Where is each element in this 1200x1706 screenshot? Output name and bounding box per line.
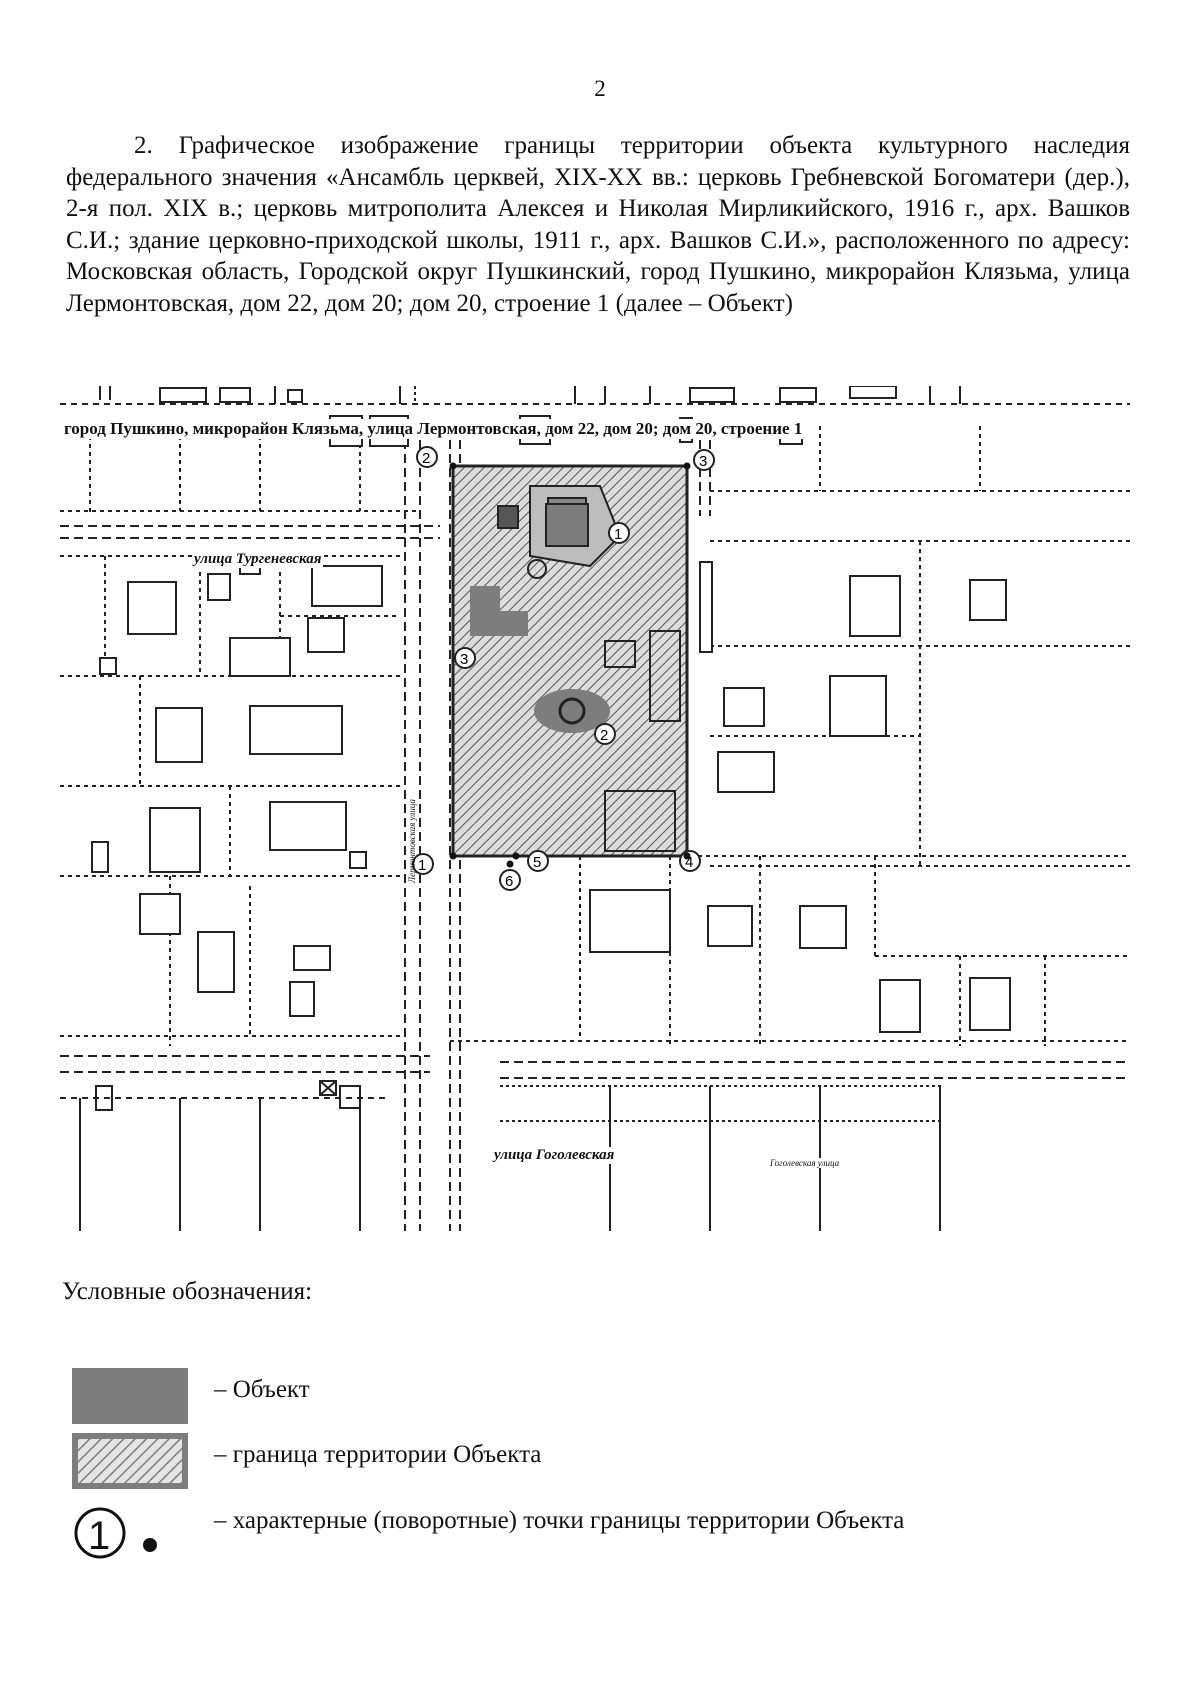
street-label-gogolevskaya-small: Гоголевская улица xyxy=(768,1158,842,1168)
top-edge-fragments xyxy=(60,386,1130,405)
boundary-point-1: 1 xyxy=(412,853,434,875)
legend-swatch-object xyxy=(72,1368,188,1424)
svg-text:2: 2 xyxy=(600,727,608,744)
object-marker-2: 2 xyxy=(594,723,616,745)
svg-text:5: 5 xyxy=(533,854,541,871)
legend-label-boundary: – граница территории Объекта xyxy=(214,1441,542,1468)
map-caption: город Пушкино, микрорайон Клязьма, улица… xyxy=(60,419,807,439)
street-label-gogolevskaya: улица Гоголевская xyxy=(492,1147,617,1164)
boundary-point-2: 2 xyxy=(416,446,438,468)
boundary-point-3: 3 xyxy=(693,449,715,471)
boundary-points: 1 2 3 4 5 6 xyxy=(412,446,715,891)
legend-item-boundary: – граница территории Объекта xyxy=(72,1433,1072,1493)
site-plan-map: 1 2 3 4 5 6 1 2 3 xyxy=(60,386,1130,1231)
street-label-lermontovskaya: Лермонтовская улица xyxy=(407,799,417,883)
svg-text:3: 3 xyxy=(460,651,468,668)
object-building-1 xyxy=(545,503,589,547)
map-drawing: 1 2 3 4 5 6 1 2 3 xyxy=(60,386,1130,1231)
page-number: 2 xyxy=(594,76,606,101)
legend-point-number: 1 xyxy=(88,1514,110,1558)
legend-item-object: – Объект xyxy=(72,1368,1072,1428)
svg-text:1: 1 xyxy=(418,857,426,874)
legend-label-object: – Объект xyxy=(214,1376,310,1403)
svg-text:6: 6 xyxy=(505,873,513,890)
bottom-edge-fragments xyxy=(60,1080,941,1231)
boundary-point-4: 4 xyxy=(679,850,701,872)
object-marker-1: 1 xyxy=(608,522,630,544)
svg-text:1: 1 xyxy=(614,526,622,543)
legend-swatch-boundary xyxy=(72,1433,188,1489)
svg-text:3: 3 xyxy=(699,453,707,470)
intro-paragraph: 2. Графическое изображение границы терри… xyxy=(66,132,1130,317)
boundary-point-5: 5 xyxy=(527,850,549,872)
object-marker-3: 3 xyxy=(454,647,476,669)
svg-text:4: 4 xyxy=(685,854,693,871)
legend-title: Условные обозначения: xyxy=(62,1278,313,1305)
object-building-3 xyxy=(470,586,528,636)
legend-label-points: – характерные (поворотные) точки границы… xyxy=(214,1507,905,1534)
object-building-2 xyxy=(534,689,610,733)
legend-swatch-point: 1 xyxy=(74,1507,157,1559)
object-features xyxy=(470,503,610,733)
boundary-point-6: 6 xyxy=(499,869,521,891)
legend-item-points: 1 – характерные (поворотные) точки грани… xyxy=(72,1503,1072,1563)
svg-text:2: 2 xyxy=(422,450,430,467)
object-markers: 1 2 3 xyxy=(454,522,630,745)
legend-point-dot xyxy=(143,1538,157,1552)
street-label-turgenevskaya: улица Тургеневская xyxy=(192,551,324,568)
